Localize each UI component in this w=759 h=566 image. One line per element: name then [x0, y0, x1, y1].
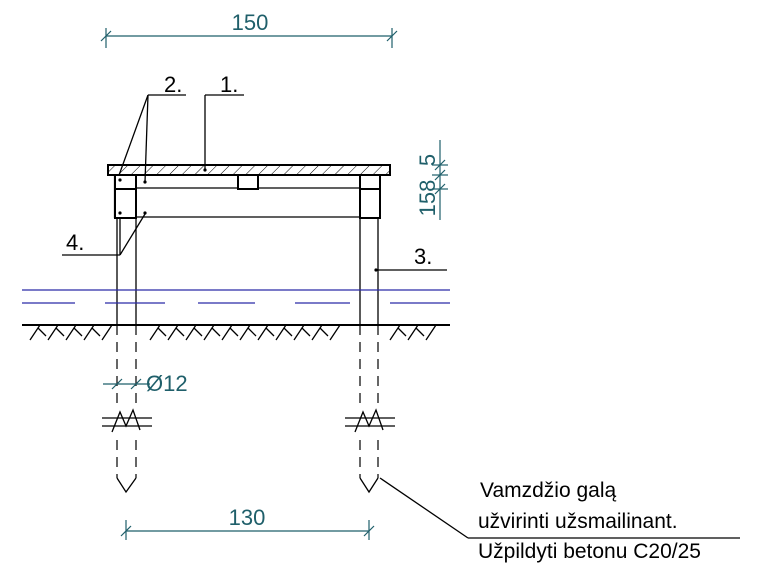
- callout-3: 3.: [414, 244, 432, 269]
- beam-height-label: 158: [415, 180, 440, 217]
- ground-line: [22, 324, 450, 341]
- diameter-dimension: Ø12: [103, 371, 188, 396]
- middle-joist: [237, 174, 259, 190]
- note-leader: [379, 477, 740, 539]
- right-dimension: 5 158: [415, 140, 448, 220]
- callout-4: 4.: [66, 230, 84, 255]
- callout-2: 2.: [164, 72, 182, 97]
- bottom-dimension: 130: [120, 505, 375, 540]
- pipe-diameter-label: Ø12: [146, 371, 188, 396]
- note-line-1: Vamzdžio galą: [480, 479, 617, 502]
- left-top-block: [114, 174, 137, 190]
- deck-plank: [107, 164, 391, 176]
- left-bottom-block: [114, 188, 137, 219]
- callouts: 2. 1. 4. 3.: [62, 72, 447, 271]
- top-dimension: 150: [100, 10, 398, 48]
- callout-1: 1.: [220, 72, 238, 97]
- break-symbols: [102, 408, 395, 433]
- plank-thickness-label: 5: [415, 154, 440, 166]
- right-bottom-block: [359, 188, 381, 219]
- water-level: [22, 289, 450, 304]
- underground-posts: [116, 325, 379, 494]
- bottom-spacing-label: 130: [229, 505, 266, 530]
- note-line-3: Užpildyti betonu C20/25: [478, 540, 701, 563]
- top-width-label: 150: [232, 10, 269, 35]
- right-top-block: [359, 174, 381, 190]
- note-line-2: užvirinti užsmailinant.: [478, 510, 678, 533]
